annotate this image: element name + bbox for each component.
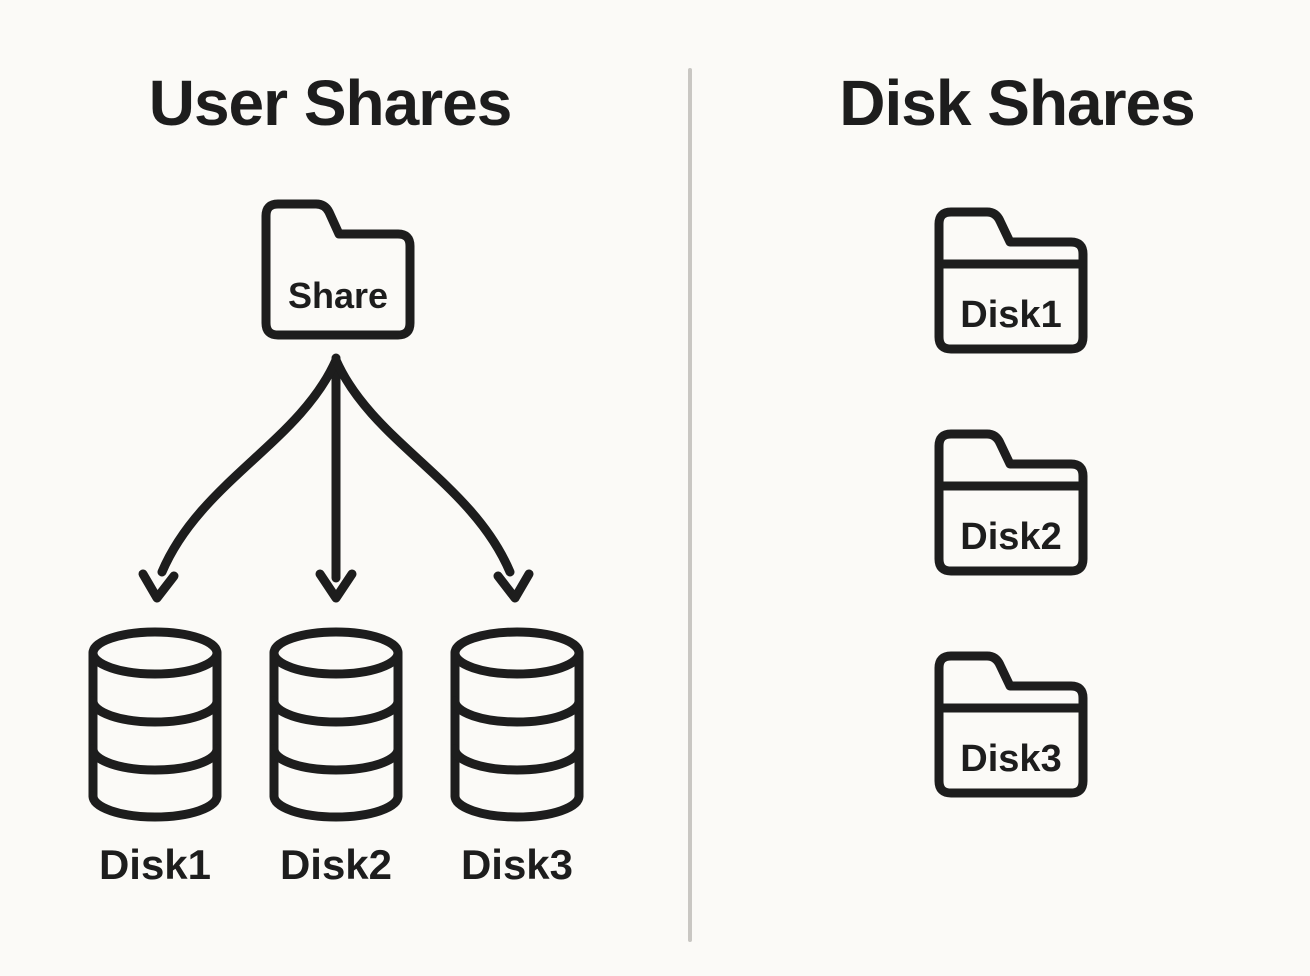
user-shares-panel: User Shares Share	[88, 67, 584, 888]
disk3-folder-label: Disk3	[960, 738, 1062, 780]
disk2-cylinder-icon	[269, 627, 403, 822]
panel-divider	[688, 68, 692, 942]
branching-arrows-icon	[138, 353, 534, 603]
disk2-label: Disk2	[279, 841, 393, 888]
disk-shares-title: Disk Shares	[839, 67, 1195, 139]
disk-shares-panel: Disk Shares Disk1 Disk2 Disk3	[692, 0, 1310, 976]
disk1-cylinder-icon	[88, 627, 222, 822]
share-folder-icon	[261, 199, 415, 340]
disk1-label: Disk1	[98, 841, 212, 888]
disk2-folder-icon	[934, 429, 1088, 576]
disk3-cylinder-icon	[450, 627, 584, 822]
disk1-folder-label: Disk1	[960, 294, 1062, 336]
user-shares-title: User Shares	[148, 67, 513, 139]
disk3-folder-icon	[934, 651, 1088, 798]
disk3-label: Disk3	[460, 841, 574, 888]
share-folder-label: Share	[287, 275, 389, 316]
disk2-folder-label: Disk2	[960, 516, 1062, 558]
disk1-folder-icon	[934, 207, 1088, 354]
